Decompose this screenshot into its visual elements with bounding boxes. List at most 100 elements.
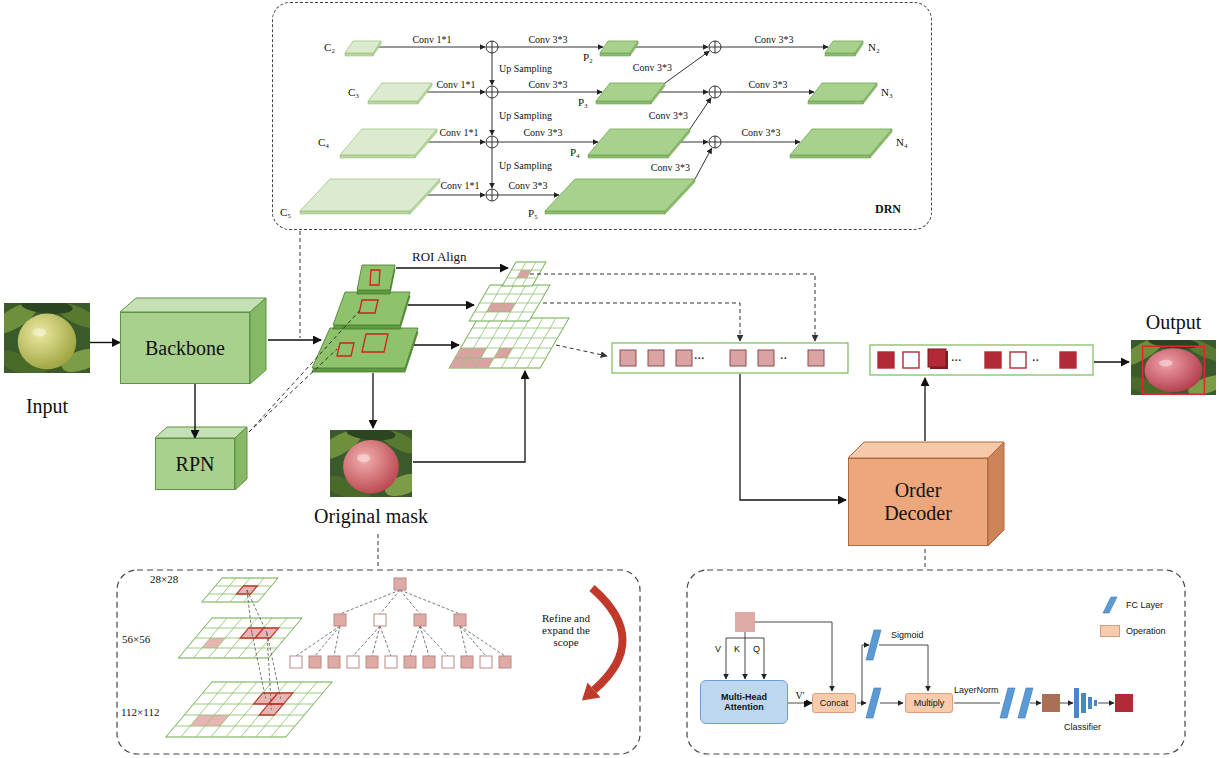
grid-lines [202,578,278,602]
fc-layer-icon [1000,688,1015,718]
classifier-bar [1088,697,1092,709]
sum-node [486,86,498,98]
grid-cell [498,303,515,312]
grid-cell [494,348,513,358]
tree-node [366,656,378,668]
conv-arrow [426,195,485,196]
grid-highlight [240,628,263,638]
operation-label: Conv 3*3 [528,34,567,45]
flow-line [880,703,903,704]
grid-frame [469,285,550,321]
grid-lines [178,618,302,658]
flow-arrow [740,374,846,500]
sum-node [709,41,721,53]
detection-box [1143,346,1205,394]
conv-arrow [498,142,598,143]
feature-cell [648,350,664,366]
upsample-arrow [492,148,493,188]
fc-layer-icon [866,630,881,660]
operation-label: LayerNorm [954,686,999,696]
grid-cell [449,358,468,368]
operation-label: Conv 3*3 [741,127,780,138]
fruit [1145,348,1203,392]
tree-link [460,626,505,656]
callout-line [300,231,301,338]
feature-slab [790,129,892,155]
conv-arrow [498,195,559,196]
tree-link [340,590,400,614]
input-name: V [715,645,721,655]
refine-link [267,633,272,710]
leaf [59,344,90,373]
callout-line [378,534,379,569]
connector [90,342,120,343]
conv-arrow [721,47,828,48]
conv-arrow [427,142,485,143]
dashed-flow-arrow [556,345,607,356]
box-label: Concat [820,698,849,708]
box-side-face [250,298,266,384]
lateral-arrow [659,92,708,93]
feature-slab [588,129,690,155]
sum-node [486,189,498,201]
output-token [1115,694,1133,712]
leaf [4,303,42,340]
grid-frame [202,578,278,602]
sum-node [709,86,721,98]
leaf [54,303,90,333]
order-cell [928,349,946,367]
resolution-label: 28×28 [150,573,178,585]
operation-label: Conv 3*3 [754,34,793,45]
attention-input [764,638,765,679]
flow-arrow [268,339,321,340]
operation-label: Conv 3*3 [649,110,688,121]
level-name: N₃ [881,86,893,98]
feature-cell [808,350,824,366]
sum-cross [486,189,498,201]
grid-highlight [269,693,293,704]
feature-cell [758,350,774,366]
photo-background [1131,340,1216,395]
grid-cell [259,704,283,715]
operation-label: Up Sampling [499,110,552,121]
flow-arrow [414,344,459,345]
level-name: N₄ [896,136,908,148]
flow-line [857,703,866,704]
fruit [18,314,76,370]
slab-side [630,41,638,56]
dashed-panel [687,570,1185,754]
level-name: P₃ [578,96,588,108]
box-label: Order Decoder [868,479,968,525]
tree-node [461,656,473,668]
dashed-flow-arrow [530,274,815,341]
image-caption: Output [1146,311,1202,334]
operation-label: Conv 3*3 [528,79,567,90]
fruit-highlight [1159,360,1173,367]
drn-panel: DRN [272,2,932,230]
grid-cell [240,628,263,638]
tree-link [400,590,420,614]
tree-link [380,590,400,614]
resolution-label: 112×112 [121,706,159,718]
slab-side [651,83,665,104]
tree-node [454,614,466,626]
tree-node [334,614,346,626]
photo [330,430,412,497]
leaf [1131,340,1167,372]
slab-side [855,41,863,56]
tree-node [499,656,511,668]
level-name: C₃ [348,86,359,98]
sum-node [486,41,498,53]
feature-grid [166,682,332,737]
conv-arrow [426,92,485,93]
tree-link [410,626,420,656]
box-top-face [155,427,247,438]
ellipsis: .. [1032,349,1039,364]
flow-arrow [924,378,925,441]
concat-box: Concat [812,693,856,713]
feature-vector [612,343,848,373]
split-line [745,632,746,638]
level-name: C₅ [280,206,291,218]
fc-layer-icon [866,688,881,718]
callout-line [925,549,926,569]
